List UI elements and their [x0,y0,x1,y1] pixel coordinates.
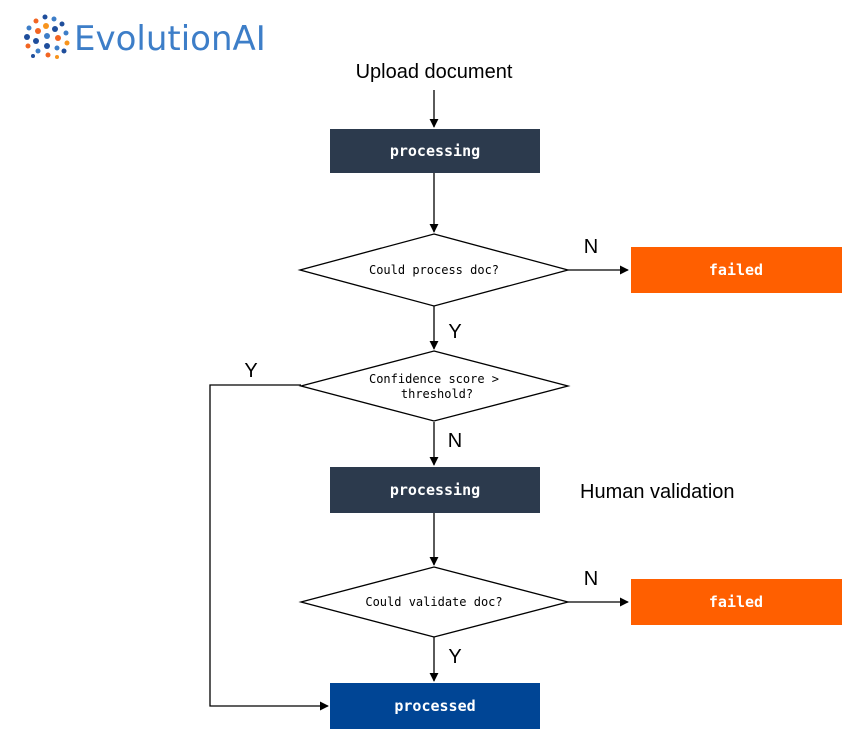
yes-label-bypass: Y [244,360,257,382]
arrow-confidence-bypass [209,384,329,711]
yes-label: Y [448,646,461,668]
human-validation-label: Human validation [580,481,735,503]
processed-box [330,683,540,729]
logo-wordmark: EvolutionAI [74,19,266,59]
decision-could-process-label: Could process doc? [369,263,499,277]
decision-could-validate [298,566,571,638]
no-label: N [584,236,598,258]
decision-could-process [297,233,571,307]
processed-label: processed [394,697,475,715]
processing-box [330,467,540,513]
failed-label: failed [709,593,763,611]
start-label: Upload document [356,61,513,83]
decision-confidence [298,350,571,422]
processing-label: processing [390,142,480,160]
processing-label: processing [390,481,480,499]
connectors [209,90,629,711]
evolution-ai-logo: EvolutionAI [24,14,266,59]
decision-could-validate-label: Could validate doc? [365,595,502,609]
decision-confidence-line2: threshold? [401,387,473,401]
failed-label: failed [709,261,763,279]
decision-confidence-line1: Confidence score > [369,372,499,386]
failed-box [631,579,842,625]
no-label: N [448,430,462,452]
failed-box [631,247,842,293]
no-label: N [584,568,598,590]
processing-box [330,129,540,173]
dotted-cluster-logo-icon [24,14,70,59]
yes-label: Y [448,321,461,343]
